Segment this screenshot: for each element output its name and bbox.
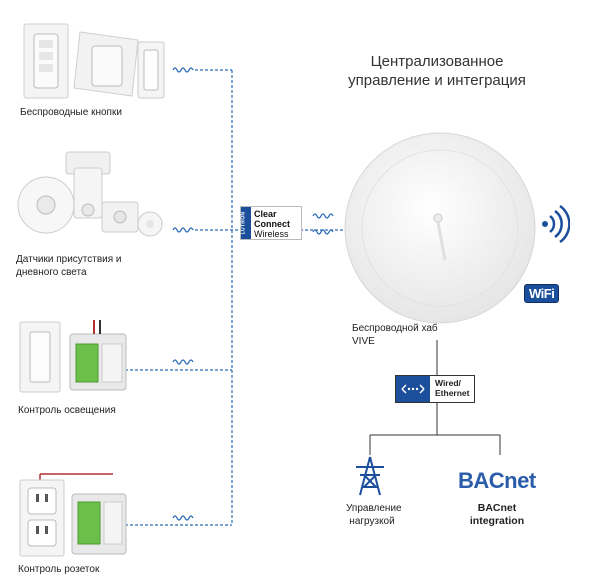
device-label-lighting: Контроль освещения: [18, 404, 116, 417]
device-label-line: Контроль розеток: [18, 564, 100, 575]
clear-connect-line: Wireless: [254, 229, 289, 239]
bacnet-label-line: integration: [469, 515, 525, 527]
wifi-broadcast-icon: [542, 204, 570, 244]
wired-line: Ethernet: [435, 388, 470, 398]
wifi-logo: WiFi: [524, 284, 560, 303]
power-tower-icon: [356, 456, 384, 496]
lutron-logo: LUTRON: [240, 207, 251, 239]
title-line: управление и интеграция: [348, 72, 526, 89]
load-label-line: Управление: [346, 503, 402, 514]
title-line: Централизованное: [370, 53, 504, 70]
receptacle-control-image: [18, 470, 128, 560]
wireless-signal-icon: [312, 229, 334, 235]
hub-label-line: Беспроводной хаб: [352, 323, 438, 334]
wireless-signal-icon: [172, 227, 194, 233]
clear-connect-text: Clear Connect Wireless: [251, 207, 293, 239]
device-label-receptacles: Контроль розеток: [18, 563, 99, 576]
device-label-sensors: Датчики присутствия и дневного света: [16, 253, 122, 279]
wifi-logo-text: WiFi: [529, 286, 555, 301]
wireless-signal-icon: [312, 213, 334, 219]
device-label-line: Датчики присутствия и: [16, 254, 122, 265]
load-label-line: нагрузкой: [349, 516, 395, 527]
device-label-line: Контроль освещения: [18, 405, 116, 416]
lutron-logo-text: LUTRON: [240, 211, 247, 235]
device-label-line: дневного света: [16, 267, 87, 278]
wired-line: Wired/: [435, 378, 461, 388]
bacnet-label-line: BACnet: [477, 502, 517, 514]
device-label-keypads: Беспроводные кнопки: [20, 106, 122, 119]
device-label-line: Беспроводные кнопки: [20, 107, 122, 118]
lighting-control-image: [18, 318, 128, 398]
clear-connect-line: Connect: [254, 219, 290, 229]
vive-hub-image: [344, 132, 536, 324]
bacnet-logo-text: BACnet: [458, 468, 536, 493]
diagram-title: Централизованное управление и интеграция: [327, 52, 547, 90]
wired-ethernet-text: Wired/ Ethernet: [430, 376, 474, 402]
wireless-keypads-image: [20, 22, 170, 102]
wireless-signal-icon: [172, 359, 194, 365]
wired-ethernet-badge: Wired/ Ethernet: [395, 375, 476, 403]
wireless-signal-icon: [172, 67, 194, 73]
hub-label-line: VIVE: [352, 336, 375, 347]
bacnet-logo: BACnet: [458, 468, 536, 494]
load-label: Управление нагрузкой: [346, 502, 402, 528]
clear-connect-badge: LUTRON Clear Connect Wireless: [240, 206, 302, 240]
clear-connect-line: Clear: [254, 209, 277, 219]
wireless-signal-icon: [172, 515, 194, 521]
occupancy-sensors-image: [16, 150, 166, 245]
ethernet-icon: [396, 376, 430, 402]
hub-label: Беспроводной хаб VIVE: [352, 322, 438, 348]
bacnet-label: BACnet integration: [462, 502, 532, 528]
